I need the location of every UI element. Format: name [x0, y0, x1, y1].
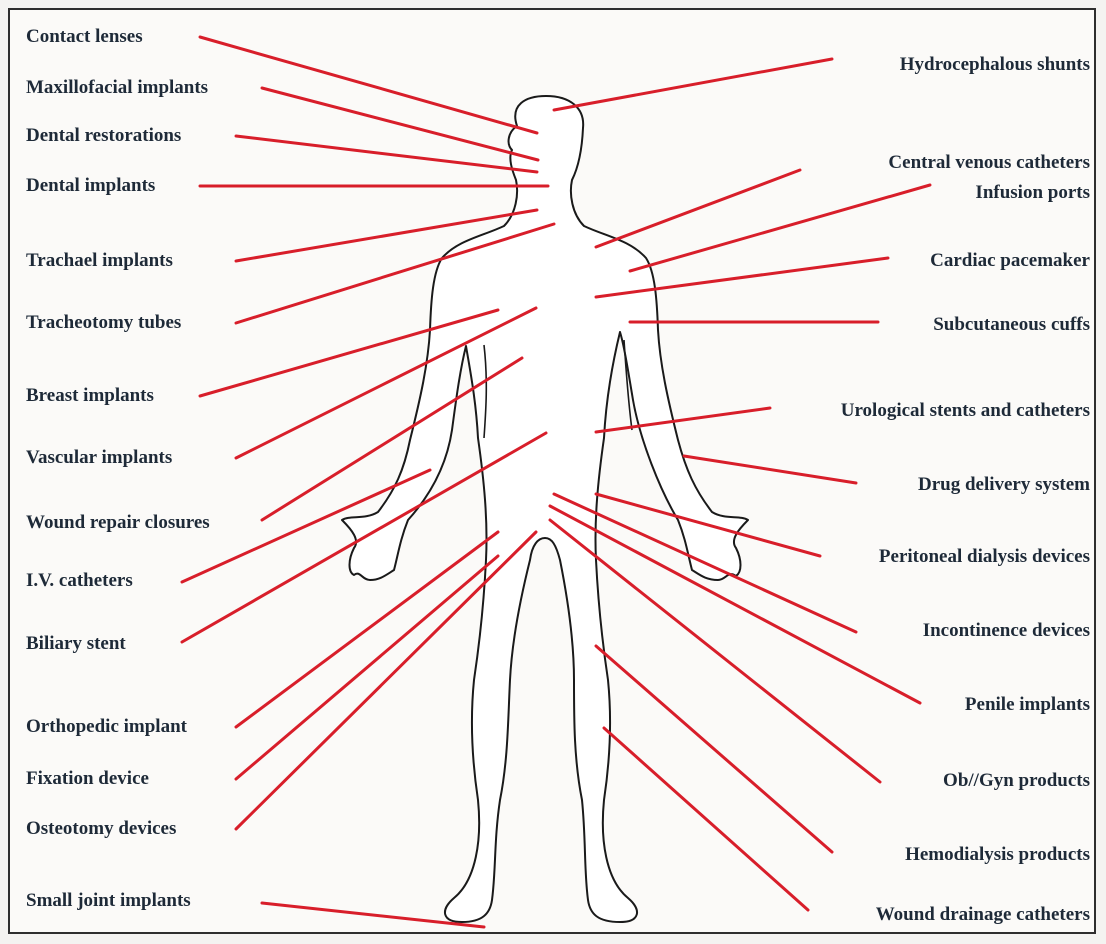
human-body-outline [342, 96, 748, 922]
leader-line-contact-lenses [200, 37, 537, 133]
leader-line-central-venous-catheters [596, 170, 800, 247]
label-maxillofacial-implants: Maxillofacial implants [26, 77, 208, 99]
leader-line-hydrocephalous-shunts [554, 59, 832, 110]
label-orthopedic-implant: Orthopedic implant [26, 716, 187, 738]
label-osteotomy-devices: Osteotomy devices [26, 818, 176, 840]
leader-line-urological-stents-and-catheters [596, 408, 770, 432]
label-dental-implants: Dental implants [26, 175, 155, 197]
label-contact-lenses: Contact lenses [26, 26, 143, 48]
label-fixation-device: Fixation device [26, 768, 149, 790]
label-breast-implants: Breast implants [26, 385, 154, 407]
leader-line-wound-drainage-catheters [604, 728, 808, 910]
label-ob-gyn-products: Ob//Gyn products [943, 770, 1090, 792]
label-drug-delivery-system: Drug delivery system [918, 474, 1090, 496]
label-peritoneal-dialysis-devices: Peritoneal dialysis devices [879, 546, 1090, 568]
label-infusion-ports: Infusion ports [975, 182, 1090, 204]
label-dental-restorations: Dental restorations [26, 125, 181, 147]
leader-line-dental-restorations [236, 136, 537, 172]
label-hydrocephalous-shunts: Hydrocephalous shunts [900, 54, 1090, 76]
label-tracheotomy-tubes: Tracheotomy tubes [26, 312, 181, 334]
body-silhouette [342, 96, 748, 922]
label-trachael-implants: Trachael implants [26, 250, 173, 272]
label-biliary-stent: Biliary stent [26, 633, 126, 655]
label-urological-stents-and-catheters: Urological stents and catheters [841, 400, 1090, 422]
label-small-joint-implants: Small joint implants [26, 890, 191, 912]
label-wound-drainage-catheters: Wound drainage catheters [876, 904, 1090, 926]
leader-line-drug-delivery-system [684, 456, 856, 483]
label-cardiac-pacemaker: Cardiac pacemaker [930, 250, 1090, 272]
label-vascular-implants: Vascular implants [26, 447, 172, 469]
label-hemodialysis-products: Hemodialysis products [905, 844, 1090, 866]
label-iv-catheters: I.V. catheters [26, 570, 133, 592]
leader-line-maxillofacial-implants [262, 88, 538, 160]
label-penile-implants: Penile implants [965, 694, 1090, 716]
label-wound-repair-closures: Wound repair closures [26, 512, 210, 534]
label-central-venous-catheters: Central venous catheters [888, 152, 1090, 174]
label-incontinence-devices: Incontinence devices [923, 620, 1090, 642]
label-subcutaneous-cuffs: Subcutaneous cuffs [933, 314, 1090, 336]
leader-line-hemodialysis-products [596, 646, 832, 852]
